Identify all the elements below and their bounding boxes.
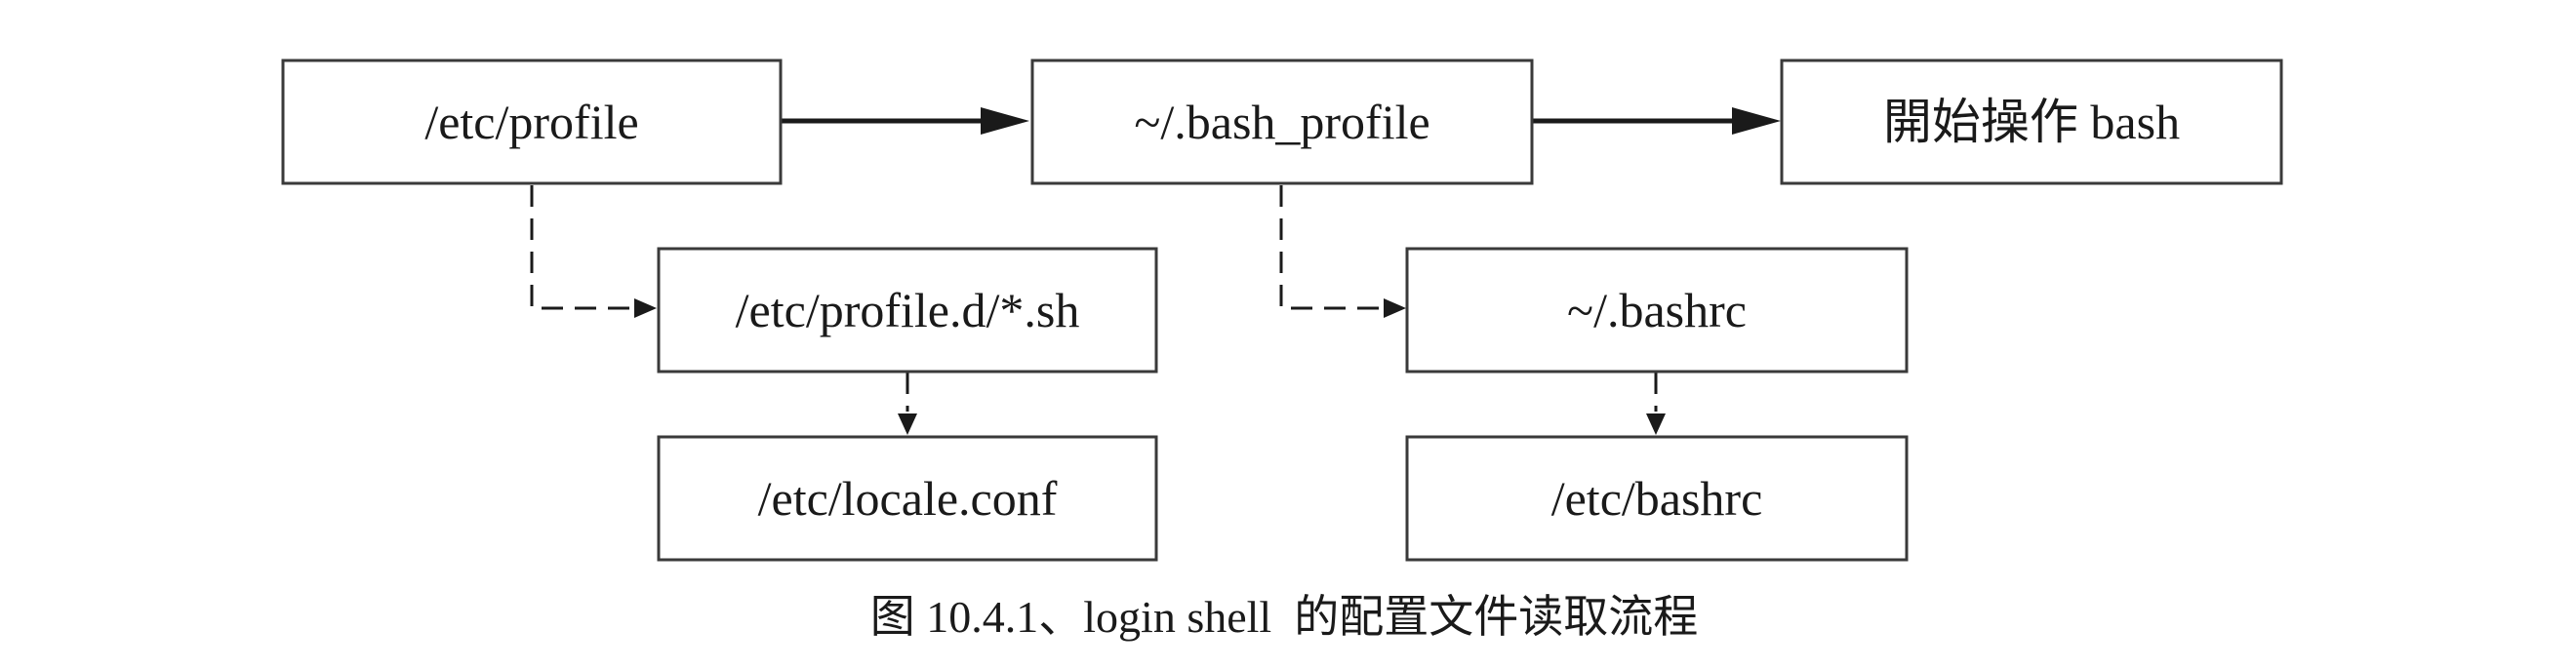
node-locale-conf: /etc/locale.conf bbox=[657, 435, 1158, 562]
edge-bash-profile-to-bashrc bbox=[1279, 185, 1406, 318]
node-etc-profile: /etc/profile bbox=[281, 59, 783, 185]
edges bbox=[530, 107, 1781, 435]
node-start-bash: 開始操作 bash bbox=[1780, 59, 2283, 185]
edge-etc-profile-to-bash-profile bbox=[781, 107, 1029, 135]
edge-etc-profile-to-profile-d bbox=[530, 185, 657, 318]
figure-caption: 图 10.4.1、login shell 的配置文件读取流程 bbox=[870, 592, 1698, 642]
edge-profile-d-to-locale-conf bbox=[898, 373, 917, 435]
node-locale-conf-label: /etc/locale.conf bbox=[758, 471, 1058, 526]
node-bashrc-home: ~/.bashrc bbox=[1405, 247, 1909, 374]
edge-bashrc-to-etc-bashrc bbox=[1646, 373, 1666, 435]
node-etc-bashrc-label: /etc/bashrc bbox=[1551, 471, 1763, 526]
node-bashrc-home-label: ~/.bashrc bbox=[1567, 283, 1747, 337]
node-bash-profile: ~/.bash_profile bbox=[1030, 59, 1534, 185]
edge-bash-profile-to-start-bash bbox=[1532, 107, 1781, 135]
node-etc-bashrc: /etc/bashrc bbox=[1405, 435, 1909, 562]
node-etc-profile-label: /etc/profile bbox=[424, 95, 638, 149]
node-profile-d: /etc/profile.d/*.sh bbox=[657, 247, 1158, 374]
node-bash-profile-label: ~/.bash_profile bbox=[1134, 95, 1429, 149]
node-profile-d-label: /etc/profile.d/*.sh bbox=[736, 283, 1080, 337]
node-start-bash-label: 開始操作 bash bbox=[1883, 95, 2180, 149]
